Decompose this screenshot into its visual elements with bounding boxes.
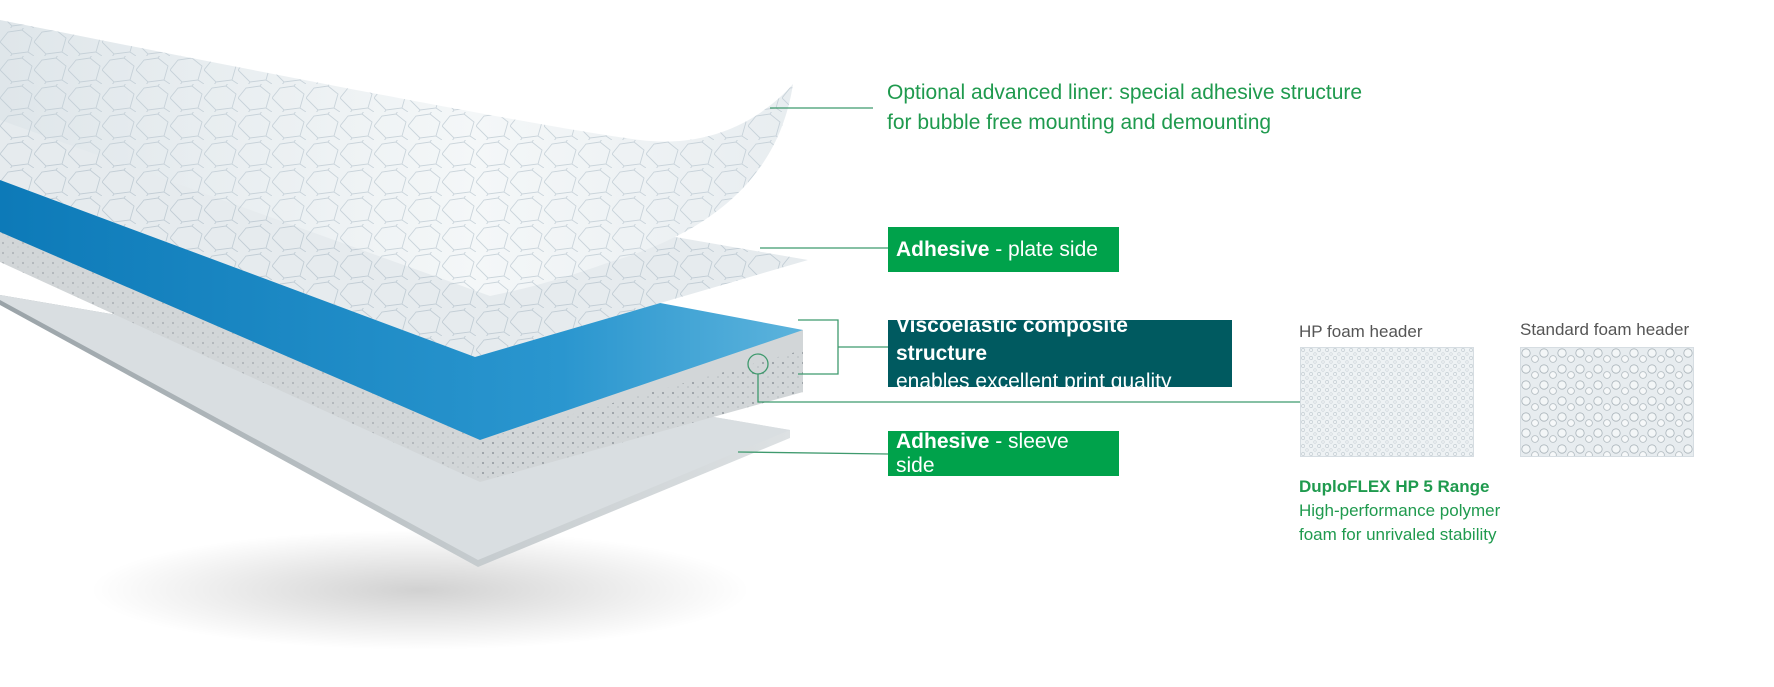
standard-foam-sample-image: [1520, 347, 1694, 457]
range-desc-line2: foam for unrivaled stability: [1299, 525, 1497, 544]
liner-label: Optional advanced liner: special adhesiv…: [887, 78, 1362, 138]
hp-foam-title: HP foam header: [1299, 322, 1423, 341]
sleeve-side-rest: - sleeve side: [896, 429, 1069, 477]
liner-label-line1: Optional advanced liner: special adhesiv…: [887, 81, 1363, 104]
liner-label-line2: for bubble free mounting and demounting: [887, 111, 1272, 134]
plate-side-rest: - plate side: [989, 237, 1098, 261]
standard-foam-title: Standard foam header: [1520, 320, 1690, 339]
hp-foam-sample-image: [1300, 347, 1474, 457]
range-desc-line1: High-performance polymer: [1299, 501, 1501, 520]
plate-side-bold: Adhesive: [896, 237, 990, 261]
viscoelastic-label-box: Viscoelastic composite structure enables…: [888, 314, 1232, 393]
leader-lines: [737, 107, 1300, 455]
stack-shadow: [90, 530, 750, 650]
sleeve-side-label-box: Adhesive - sleeve side: [888, 429, 1119, 477]
viscoelastic-rest: enables excellent print quality: [896, 369, 1172, 393]
range-description: DuploFLEX HP 5 Range High-performance po…: [1299, 475, 1500, 547]
viscoelastic-bold: Viscoelastic composite structure: [896, 313, 1128, 365]
range-name: DuploFLEX HP 5 Range: [1299, 477, 1490, 496]
sleeve-side-bold: Adhesive: [896, 429, 990, 453]
plate-side-label-box: Adhesive - plate side: [888, 227, 1119, 272]
